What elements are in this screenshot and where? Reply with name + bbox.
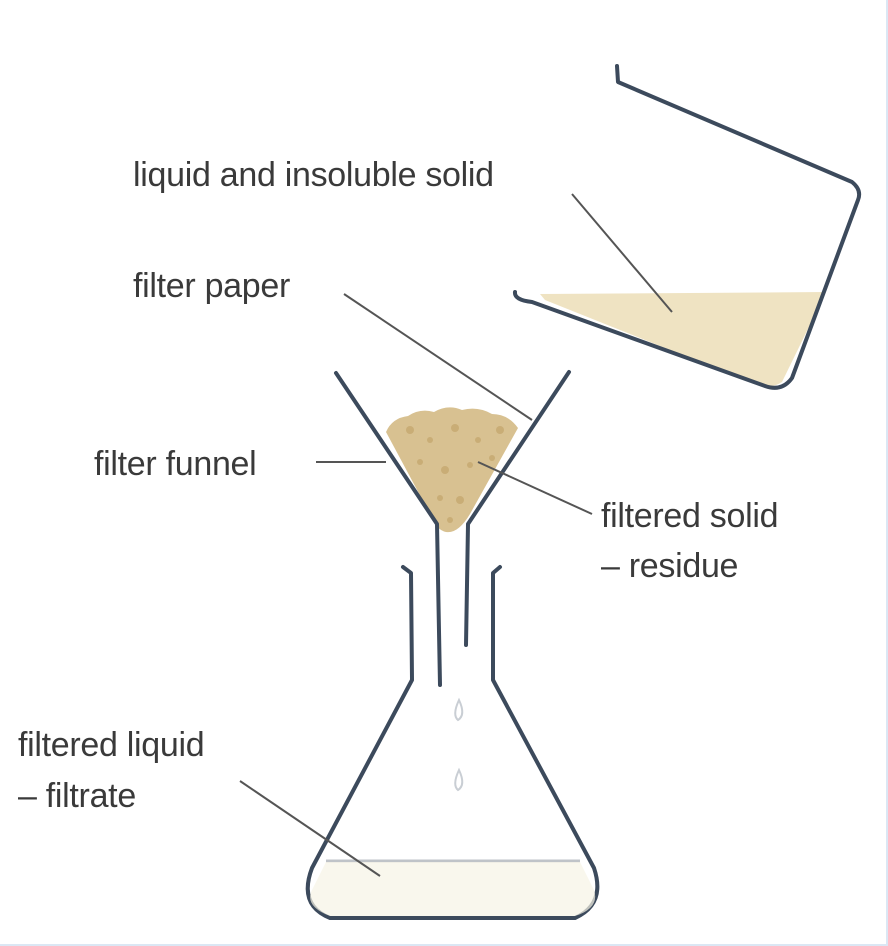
leader-liquid-and-solid	[571, 193, 673, 313]
beaker-liquid	[540, 292, 826, 387]
filtrate-drips	[454, 697, 464, 792]
filtrate-liquid	[310, 862, 596, 916]
leader-filtered-liquid	[239, 780, 381, 877]
label-filter-funnel: filter funnel	[94, 445, 257, 483]
residue	[386, 407, 518, 533]
label-residue: – residue	[601, 547, 739, 585]
leader-filtered-solid	[477, 461, 593, 515]
label-filtered-solid: filtered solid	[601, 497, 779, 535]
beaker	[512, 64, 862, 390]
filter-funnel	[334, 370, 571, 687]
label-filter-paper: filter paper	[133, 267, 291, 305]
label-filtrate: – filtrate	[18, 777, 136, 815]
label-filtered-liquid: filtered liquid	[18, 726, 205, 764]
residue-texture	[406, 424, 504, 523]
label-liquid-and-insoluble-solid: liquid and insoluble solid	[133, 156, 494, 194]
leader-filter-paper	[343, 293, 533, 421]
leader-lines	[239, 193, 673, 877]
conical-flask	[305, 565, 600, 920]
